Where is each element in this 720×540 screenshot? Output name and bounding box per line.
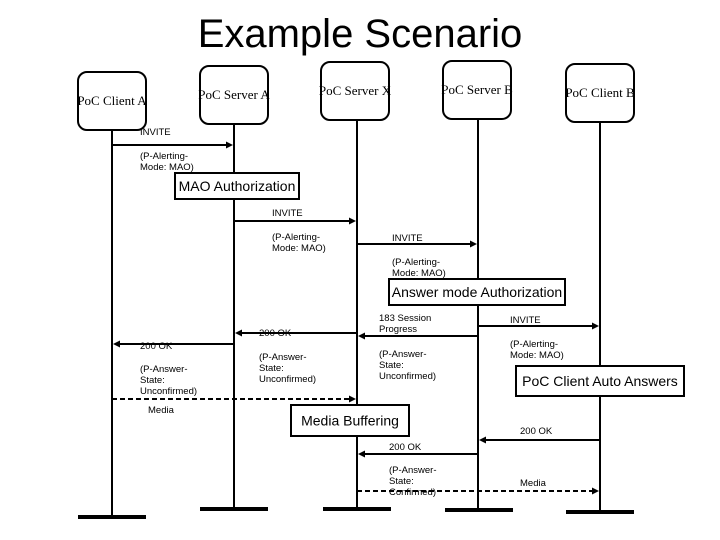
- message-label: INVITE: [392, 233, 423, 244]
- entity-label: PoC Client A: [77, 93, 147, 108]
- message-label: INVITE: [272, 208, 303, 219]
- lifeline-end-bar: [445, 508, 513, 512]
- message-parameter: State:: [389, 476, 414, 487]
- arrowhead-icon: [358, 450, 365, 458]
- process-box-label: Answer mode Authorization: [392, 284, 562, 300]
- message-parameter: State:: [140, 375, 165, 386]
- message-parameter: (P-Answer-: [259, 352, 307, 363]
- message-label: 200 OK: [520, 426, 553, 437]
- arrowhead-icon: [226, 141, 233, 149]
- process-box: [515, 365, 685, 397]
- message-label: Progress: [379, 324, 417, 335]
- entity-label: PoC Server A: [198, 87, 270, 102]
- message-parameter: (P-Answer-: [379, 349, 427, 360]
- message-parameter: Mode: MAO): [140, 162, 194, 173]
- message-parameter: Unconfirmed): [379, 371, 436, 382]
- message-label: 183 Session: [379, 313, 431, 324]
- process-box: [290, 404, 410, 437]
- message-parameter: Unconfirmed): [140, 386, 197, 397]
- process-box-label: MAO Authorization: [179, 178, 296, 194]
- entity-box-server-a: [199, 65, 269, 125]
- message-parameter: Confirmed): [389, 487, 436, 498]
- message-parameter: (P-Alerting-: [140, 151, 188, 162]
- entity-box-client-b: [565, 63, 635, 123]
- entity-label: PoC Server X: [319, 83, 392, 98]
- lifeline-end-bar: [200, 507, 268, 511]
- entity-box-client-a: [77, 71, 147, 131]
- entity-label: PoC Client B: [565, 85, 635, 100]
- message-parameter: Mode: MAO): [510, 350, 564, 361]
- message-label: INVITE: [140, 127, 171, 138]
- arrowhead-icon: [113, 340, 120, 348]
- message-parameter: Mode: MAO): [392, 268, 446, 279]
- message-label: 200 OK: [259, 328, 292, 339]
- lifeline-end-bar: [323, 507, 391, 511]
- process-box: [388, 278, 566, 306]
- arrowhead-icon: [235, 329, 242, 337]
- entity-label: PoC Server B: [441, 82, 513, 97]
- entity-box-server-x: [320, 61, 390, 121]
- message-parameter: (P-Answer-: [140, 364, 188, 375]
- message-label: INVITE: [510, 315, 541, 326]
- diagram-title: Example Scenario: [197, 12, 523, 56]
- message-parameter: Mode: MAO): [272, 243, 326, 254]
- entity-box-server-b: [442, 60, 512, 120]
- arrowhead-icon: [479, 436, 486, 444]
- arrowhead-icon: [592, 487, 599, 495]
- process-box: [174, 172, 300, 200]
- message-label: 200 OK: [140, 341, 173, 352]
- lifeline-end-bar: [78, 515, 146, 519]
- arrowhead-icon: [349, 395, 356, 403]
- message-parameter: State:: [379, 360, 404, 371]
- message-parameter: (P-Answer-: [389, 465, 437, 476]
- message-parameter: (P-Alerting-: [510, 339, 558, 350]
- arrowhead-icon: [592, 322, 599, 330]
- process-box-label: Media Buffering: [301, 413, 399, 429]
- arrowhead-icon: [349, 217, 356, 225]
- message-label: 200 OK: [389, 442, 422, 453]
- message-label: Media: [520, 478, 547, 489]
- message-parameter: State:: [259, 363, 284, 374]
- message-parameter: (P-Alerting-: [392, 257, 440, 268]
- lifeline-end-bar: [566, 510, 634, 514]
- process-box-label: PoC Client Auto Answers: [522, 373, 678, 389]
- arrowhead-icon: [470, 240, 477, 248]
- message-parameter: Unconfirmed): [259, 374, 316, 385]
- message-label: Media: [148, 405, 175, 416]
- arrowhead-icon: [358, 332, 365, 340]
- message-parameter: (P-Alerting-: [272, 232, 320, 243]
